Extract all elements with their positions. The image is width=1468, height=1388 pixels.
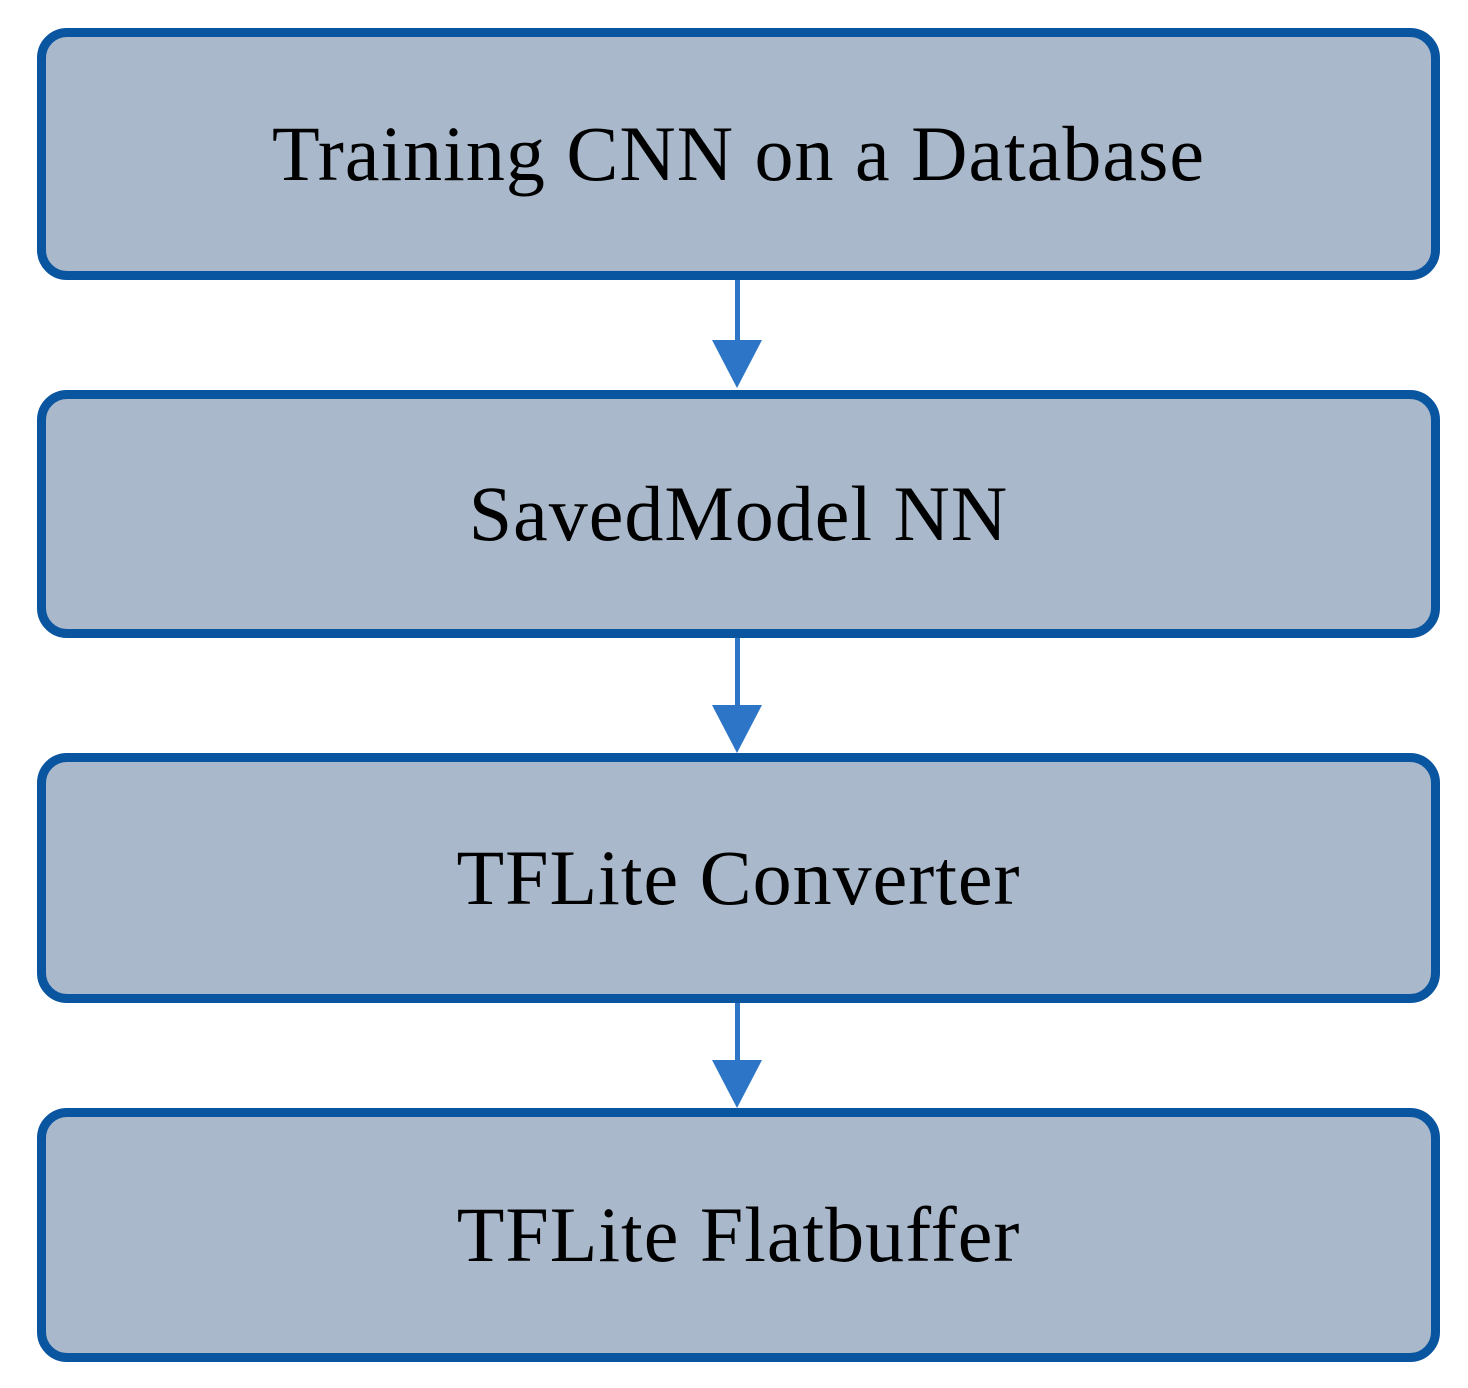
- arrow-down-icon: [712, 705, 762, 753]
- flow-node-tflite-flatbuffer: TFLite Flatbuffer: [37, 1108, 1440, 1362]
- arrow-line-icon: [734, 1003, 740, 1060]
- flow-node-label-tflite-flatbuffer: TFLite Flatbuffer: [456, 1191, 1021, 1278]
- arrow-down-icon: [712, 1060, 762, 1108]
- arrow-line-icon: [734, 280, 740, 340]
- flow-node-label-savedmodel-nn: SavedModel NN: [468, 470, 1009, 557]
- flow-node-tflite-converter: TFLite Converter: [37, 753, 1440, 1003]
- flow-arrow-3: [712, 1003, 762, 1108]
- flow-arrow-1: [712, 280, 762, 388]
- flow-node-label-tflite-converter: TFLite Converter: [456, 834, 1021, 921]
- flow-arrow-2: [712, 638, 762, 753]
- flow-node-training-cnn: Training CNN on a Database: [37, 28, 1440, 280]
- arrow-down-icon: [712, 340, 762, 388]
- flow-node-savedmodel-nn: SavedModel NN: [37, 390, 1440, 638]
- arrow-line-icon: [734, 638, 740, 705]
- flow-node-label-training-cnn: Training CNN on a Database: [272, 110, 1205, 197]
